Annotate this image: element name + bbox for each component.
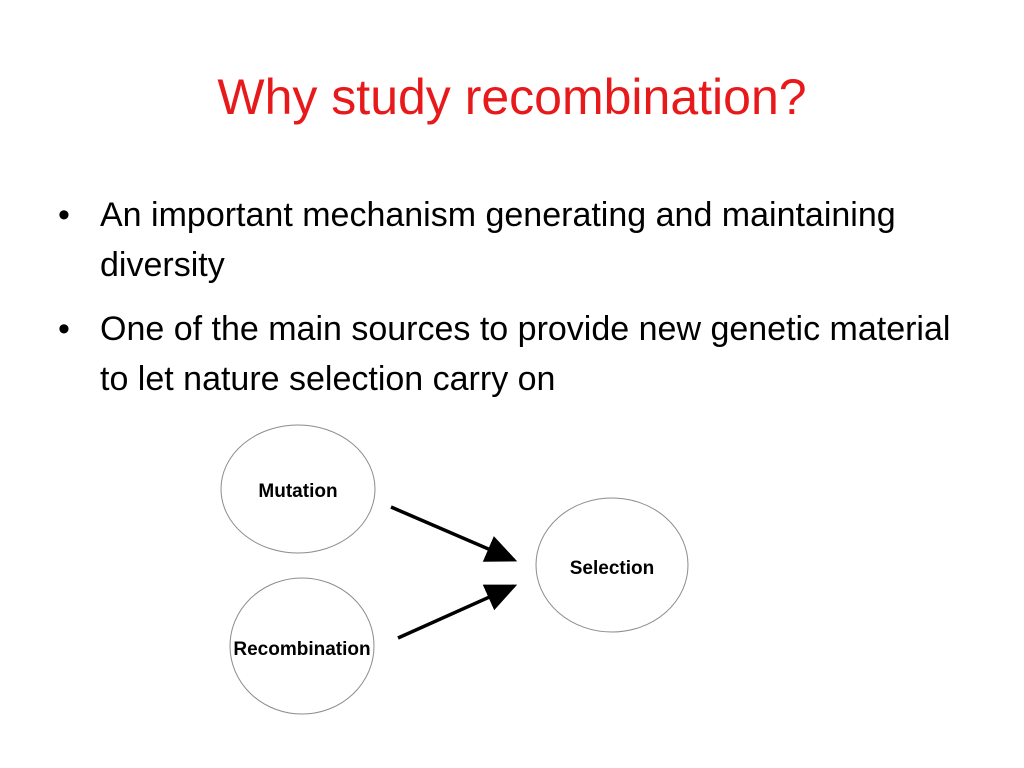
bullet-list: • An important mechanism generating and … <box>58 190 958 418</box>
node-selection: Selection <box>535 497 689 633</box>
node-selection-shape <box>535 497 689 633</box>
node-recombination: Recombination <box>229 577 375 715</box>
bullet-text: One of the main sources to provide new g… <box>100 310 951 398</box>
bullet-item: • One of the main sources to provide new… <box>58 304 958 404</box>
edge-recombination-to-selection <box>397 584 518 640</box>
node-recombination-shape <box>229 577 375 715</box>
node-mutation-shape <box>220 424 376 554</box>
bullet-text: An important mechanism generating and ma… <box>100 196 896 284</box>
node-recombination-label: Recombination <box>233 639 370 660</box>
node-mutation-label: Mutation <box>258 481 337 502</box>
edge-mutation-to-selection <box>390 505 518 562</box>
bullet-item: • An important mechanism generating and … <box>58 190 958 290</box>
node-selection-label: Selection <box>570 558 654 579</box>
node-mutation: Mutation <box>220 424 376 554</box>
bullet-dot-icon: • <box>58 310 70 348</box>
bullet-dot-icon: • <box>58 196 70 234</box>
slide-title: Why study recombination? <box>217 69 807 125</box>
